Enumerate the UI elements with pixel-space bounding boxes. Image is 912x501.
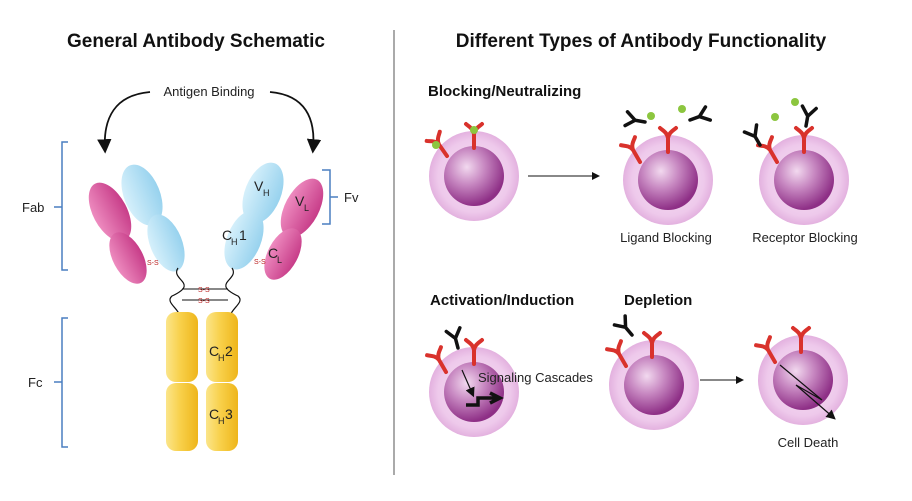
cell-depletion-start <box>605 314 699 430</box>
cell-blocking-start <box>424 122 519 221</box>
svg-text:3: 3 <box>225 406 233 422</box>
fab-bracket <box>54 141 68 271</box>
cell-receptor-blocking <box>742 98 849 225</box>
svg-text:S-S: S-S <box>198 298 210 305</box>
svg-text:H: H <box>231 237 238 247</box>
left-title: General Antibody Schematic <box>67 31 325 52</box>
antigen-binding-label: Antigen Binding <box>163 84 254 99</box>
blocking-heading: Blocking/Neutralizing <box>428 83 581 100</box>
svg-text:2: 2 <box>225 343 233 359</box>
svg-text:S-S: S-S <box>147 260 159 267</box>
domain-labels: V H V L C H 1 C L <box>222 178 309 265</box>
cell-activation <box>425 326 519 437</box>
cell-ligand-blocking <box>619 105 713 225</box>
svg-text:H: H <box>263 188 270 198</box>
svg-text:C: C <box>222 227 232 243</box>
svg-text:C: C <box>209 406 219 422</box>
svg-text:S-S: S-S <box>198 287 210 294</box>
svg-text:C: C <box>268 245 278 261</box>
activation-heading: Activation/Induction <box>430 292 574 309</box>
cell-death-label: Cell Death <box>778 435 839 450</box>
svg-text:H: H <box>218 353 225 363</box>
svg-text:1: 1 <box>239 227 247 243</box>
fv-bracket <box>322 169 338 225</box>
receptor-blocking-label: Receptor Blocking <box>752 230 858 245</box>
ligand-blocking-label: Ligand Blocking <box>620 230 712 245</box>
right-title: Different Types of Antibody Functionalit… <box>456 31 827 52</box>
fc-region <box>166 312 238 451</box>
fab-label: Fab <box>22 200 44 215</box>
fc-label: Fc <box>28 375 43 390</box>
fc-domain-labels: C H 2 C H 3 <box>209 343 233 426</box>
svg-text:V: V <box>295 193 305 209</box>
antigen-binding-arrows <box>97 91 322 154</box>
antibody-right-arm: S-S <box>224 162 324 280</box>
svg-text:L: L <box>304 203 309 213</box>
svg-text:H: H <box>218 416 225 426</box>
svg-text:S-S: S-S <box>254 259 266 266</box>
fv-label: Fv <box>344 190 359 205</box>
signaling-label: Signaling Cascades <box>478 370 593 385</box>
fc-bracket <box>54 317 68 448</box>
cell-death <box>754 326 848 425</box>
svg-text:C: C <box>209 343 219 359</box>
svg-text:L: L <box>277 255 282 265</box>
hinge-region: S-S S-S <box>169 267 241 317</box>
depletion-heading: Depletion <box>624 292 692 309</box>
antibody-left-arm: S-S <box>88 164 185 284</box>
svg-text:V: V <box>254 178 264 194</box>
